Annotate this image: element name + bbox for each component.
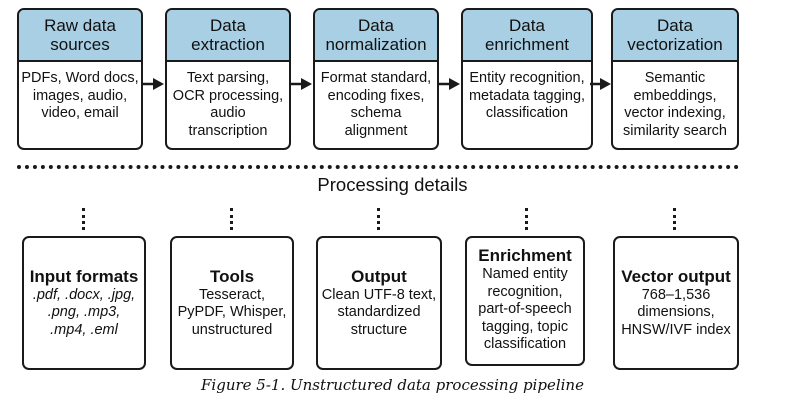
stage-body-line: Entity recognition,: [469, 70, 585, 86]
stage-raw-data-sources: Raw data sources PDFs, Word docs, images…: [17, 8, 143, 150]
detail-enrichment: Enrichment Named entity recognition, par…: [465, 236, 585, 366]
stage-title-line: normalization: [325, 35, 427, 54]
detail-line: classification: [483, 336, 567, 352]
stage-header: Data extraction: [167, 10, 289, 62]
stage-body-line: Format standard,: [320, 70, 432, 86]
detail-line: unstructured: [191, 321, 273, 338]
stage-body-line: transcription: [188, 122, 268, 139]
stage-body-line: similarity search: [623, 122, 727, 139]
detail-title: Input formats: [29, 266, 139, 286]
detail-output: Output Clean UTF-8 text, standardized st…: [316, 236, 442, 370]
stage-body: Entity recognition, metadata tagging, cl…: [463, 62, 591, 148]
stage-title-line: sources: [50, 35, 110, 54]
arrow-right-icon: [141, 78, 164, 90]
detail-vector-output: Vector output 768–1,536 dimensions, HNSW…: [613, 236, 739, 370]
detail-line: .mp4, .eml: [50, 321, 118, 338]
dotted-connector: [377, 208, 380, 230]
stage-title-line: vectorization: [627, 35, 723, 54]
stage-body: Format standard, encoding fixes, schema …: [315, 62, 437, 148]
detail-line: .pdf, .docx, .jpg,: [32, 286, 136, 303]
stage-title-line: Data: [657, 16, 693, 35]
detail-line: standardized: [337, 304, 421, 321]
detail-line: HNSW/IVF index: [621, 321, 731, 338]
stage-body-line: schema: [350, 105, 402, 121]
stage-body-line: metadata tagging,: [468, 87, 586, 104]
stage-body: PDFs, Word docs, images, audio, video, e…: [19, 62, 141, 148]
stage-header: Data normalization: [315, 10, 437, 62]
detail-title: Tools: [209, 266, 255, 286]
detail-input-formats: Input formats .pdf, .docx, .jpg, .png, .…: [22, 236, 146, 370]
stage-data-enrichment: Data enrichment Entity recognition, meta…: [461, 8, 593, 150]
stage-body-line: images, audio,: [32, 87, 128, 104]
detail-line: recognition,: [487, 283, 563, 300]
stage-body-line: embeddings,: [633, 87, 717, 104]
detail-title: Enrichment: [478, 246, 572, 265]
detail-line: part-of-speech: [478, 301, 572, 317]
stage-data-extraction: Data extraction Text parsing, OCR proces…: [165, 8, 291, 150]
stage-title-line: Raw data: [44, 16, 116, 35]
detail-title: Output: [351, 266, 407, 286]
stage-body-line: classification: [485, 105, 569, 121]
detail-line: Tesseract,: [198, 286, 266, 303]
section-title: Processing details: [317, 174, 468, 195]
stage-title-line: enrichment: [484, 35, 570, 54]
dotted-connector: [525, 208, 528, 230]
stage-header: Data enrichment: [463, 10, 591, 62]
stage-title-line: Data: [210, 16, 246, 35]
stage-body-line: Text parsing,: [186, 70, 270, 86]
arrow-right-icon: [289, 78, 312, 90]
stage-header: Data vectorization: [613, 10, 737, 62]
stage-title-line: Data: [509, 16, 545, 35]
stage-body-line: encoding fixes,: [327, 87, 425, 104]
stage-title-line: Data: [358, 16, 394, 35]
dotted-divider: [17, 165, 739, 169]
dotted-connector: [673, 208, 676, 230]
stage-data-vectorization: Data vectorization Semantic embeddings, …: [611, 8, 739, 150]
stage-data-normalization: Data normalization Format standard, enco…: [313, 8, 439, 150]
arrow-right-icon: [590, 78, 611, 90]
detail-line: Clean UTF-8 text,: [321, 286, 437, 303]
detail-line: dimensions,: [637, 304, 715, 321]
detail-line: tagging, topic: [481, 318, 569, 335]
arrow-right-icon: [437, 78, 460, 90]
stage-body-line: Semantic: [644, 70, 706, 86]
stage-body-line: PDFs, Word docs,: [21, 70, 139, 86]
detail-line: PyPDF, Whisper,: [177, 304, 287, 321]
detail-title: Vector output: [621, 266, 731, 286]
stage-body-line: alignment: [344, 122, 408, 139]
stage-title-line: extraction: [191, 35, 265, 54]
detail-line: 768–1,536: [641, 286, 711, 303]
detail-line: Named entity: [482, 266, 568, 282]
dotted-connector: [82, 208, 85, 230]
stage-body: Semantic embeddings, vector indexing, si…: [613, 62, 737, 148]
stage-body-line: video, email: [41, 105, 119, 121]
dotted-connector: [230, 208, 233, 230]
detail-line: structure: [350, 321, 408, 338]
detail-line: .png, .mp3,: [47, 304, 121, 321]
figure-caption: Figure 5-1. Unstructured data processing…: [201, 376, 584, 394]
stage-body: Text parsing, OCR processing, audio tran…: [167, 62, 289, 148]
stage-body-line: OCR processing,: [172, 87, 284, 104]
detail-tools: Tools Tesseract, PyPDF, Whisper, unstruc…: [170, 236, 294, 370]
stage-body-line: vector indexing,: [624, 105, 726, 121]
stage-body-line: audio: [210, 105, 246, 121]
stage-header: Raw data sources: [19, 10, 141, 62]
